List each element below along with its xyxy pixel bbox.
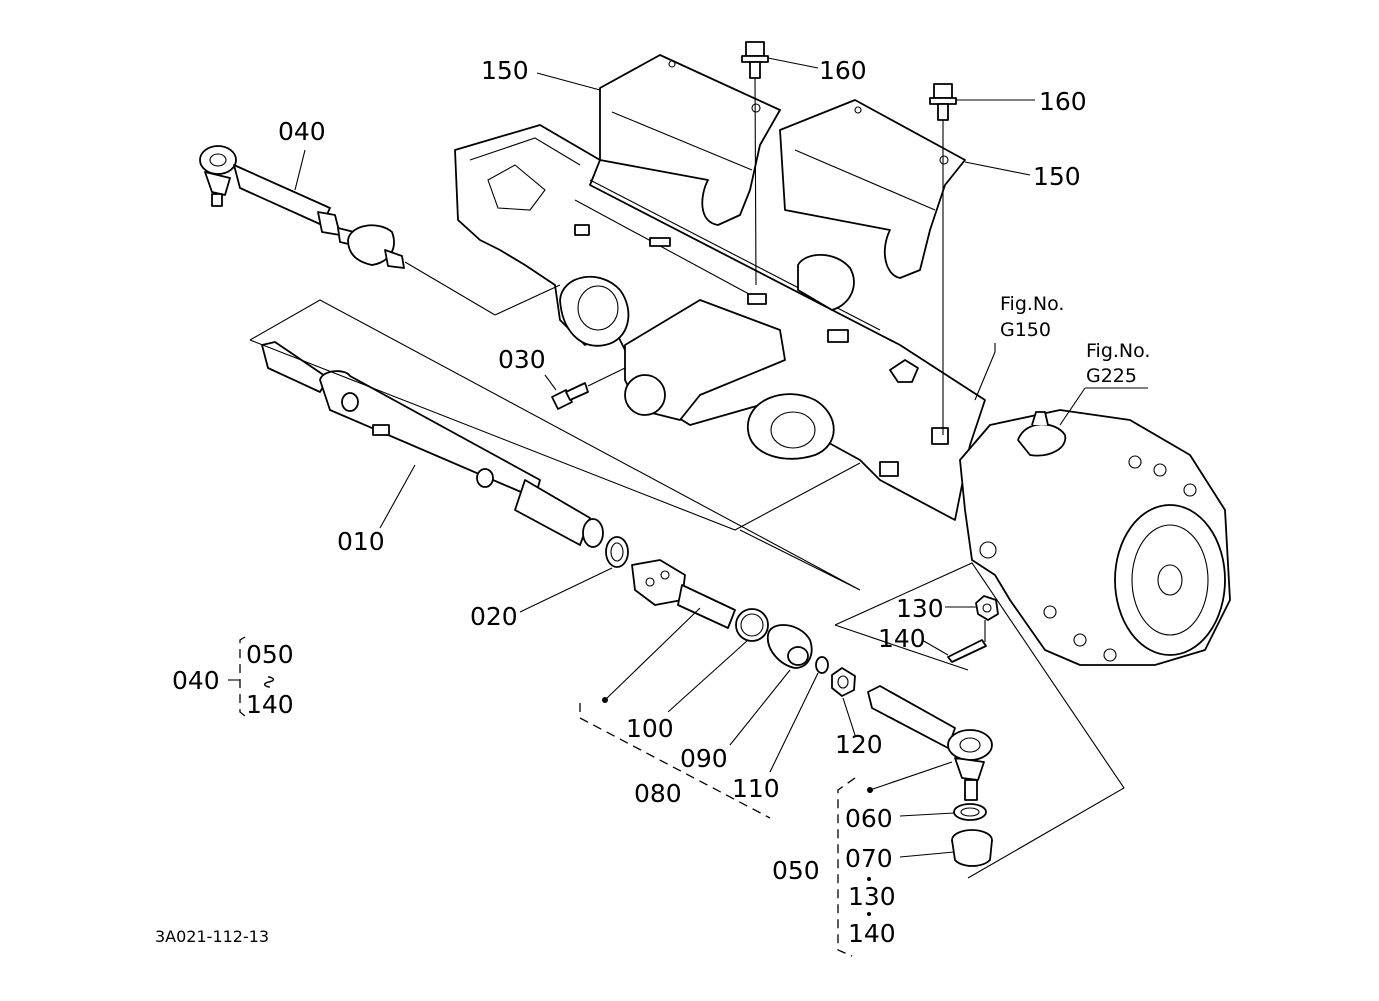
group-brackets (239, 636, 873, 957)
washer-110 (815, 656, 829, 674)
label-020: 020 (470, 602, 518, 631)
label-050: 050 (772, 856, 820, 885)
front-axle-housing (454, 124, 986, 521)
steering-cylinder-010 (261, 341, 604, 548)
label-010: 010 (337, 527, 385, 556)
label-fig-g225-code: G225 (1086, 365, 1137, 387)
label-130-top: 130 (896, 594, 944, 623)
label-040: 040 (278, 117, 326, 146)
label-070: 070 (845, 844, 893, 873)
label-120: 120 (835, 730, 883, 759)
nut-120 (831, 667, 856, 697)
seal-060 (953, 803, 987, 821)
bolt-030 (551, 367, 626, 410)
boot-090 (767, 624, 813, 669)
label-110: 110 (732, 774, 780, 803)
tie-rod-end-050 (867, 685, 993, 801)
bolt-160-left (741, 41, 769, 286)
label-100: 100 (626, 714, 674, 743)
dust-cover-070 (951, 829, 993, 867)
label-080: 080 (634, 779, 682, 808)
inner-tie-rod-100 (631, 559, 736, 629)
label-060: 060 (845, 804, 893, 833)
label-fig-g225-title: Fig.No. (1086, 340, 1150, 362)
label-160-left: 160 (819, 56, 867, 85)
label-140-bottom: 140 (848, 919, 896, 948)
castle-nut-130 (975, 595, 999, 621)
tie-rod-assembly-040 (199, 145, 561, 316)
label-150-right: 150 (1033, 162, 1081, 191)
label-160-right: 160 (1039, 87, 1087, 116)
label-140-range-end: 140 (246, 690, 294, 719)
label-150-left: 150 (481, 56, 529, 85)
cover-150-left (599, 54, 781, 226)
label-040-group: 040 (172, 666, 220, 695)
boot-clamp-ring (735, 608, 769, 642)
label-140-top: 140 (878, 624, 926, 653)
label-fig-g150-code: G150 (1000, 319, 1051, 341)
axle-gear-case (959, 409, 1231, 666)
label-range-tilde: ∿ (258, 674, 280, 690)
label-030: 030 (498, 345, 546, 374)
bolt-160-right (929, 83, 957, 435)
label-090: 090 (680, 744, 728, 773)
label-050-range-start: 050 (246, 640, 294, 669)
label-130-bottom: 130 (848, 882, 896, 911)
part-labels: 150 160 160 150 040 Fig.No. G150 Fig.No.… (155, 56, 1150, 948)
label-fig-g150-title: Fig.No. (1000, 293, 1064, 315)
cotter-pin-140 (947, 620, 987, 663)
drawing-code: 3A021-112-13 (155, 927, 269, 946)
snap-ring-020 (605, 536, 629, 568)
cover-150-right (779, 99, 966, 279)
leader-lines (228, 57, 1148, 879)
